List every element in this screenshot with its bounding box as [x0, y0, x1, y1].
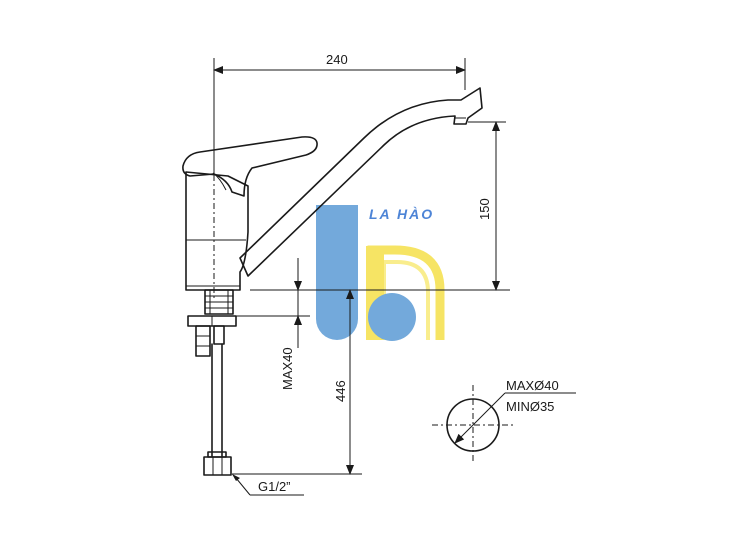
- mixer-body: [185, 171, 249, 291]
- fixing-bolt: [195, 325, 211, 357]
- dimension-width-label: 240: [326, 52, 348, 67]
- dimension-total-height-label: 446: [333, 380, 348, 402]
- dimension-width: 240: [213, 52, 466, 175]
- dimension-total-height: 446: [232, 289, 362, 475]
- dimension-spout-height: 150: [250, 121, 510, 291]
- handle-lever: [182, 136, 318, 197]
- spout: [239, 87, 483, 277]
- faucet-outline: [182, 87, 483, 476]
- watermark-logo: LA HÀO: [316, 205, 445, 341]
- dimension-max-deck: MAX40: [236, 258, 310, 390]
- watermark-text: LA HÀO: [369, 206, 434, 222]
- dimension-max-deck-label: MAX40: [280, 347, 295, 390]
- logo-blue-dot: [368, 293, 416, 341]
- flexible-hose: [211, 343, 223, 457]
- dimension-spout-height-label: 150: [477, 198, 492, 220]
- hole-min-label: MINØ35: [506, 399, 554, 414]
- hose-fitting: [203, 456, 232, 476]
- threaded-shank: [204, 289, 234, 315]
- mounting-hole-detail: MAXØ40 MINØ35: [432, 378, 576, 464]
- thread-callout: G1/2”: [232, 474, 304, 496]
- logo-yellow-arches: [367, 245, 445, 340]
- thread-label: G1/2”: [258, 479, 291, 494]
- hole-max-label: MAXØ40: [506, 378, 559, 393]
